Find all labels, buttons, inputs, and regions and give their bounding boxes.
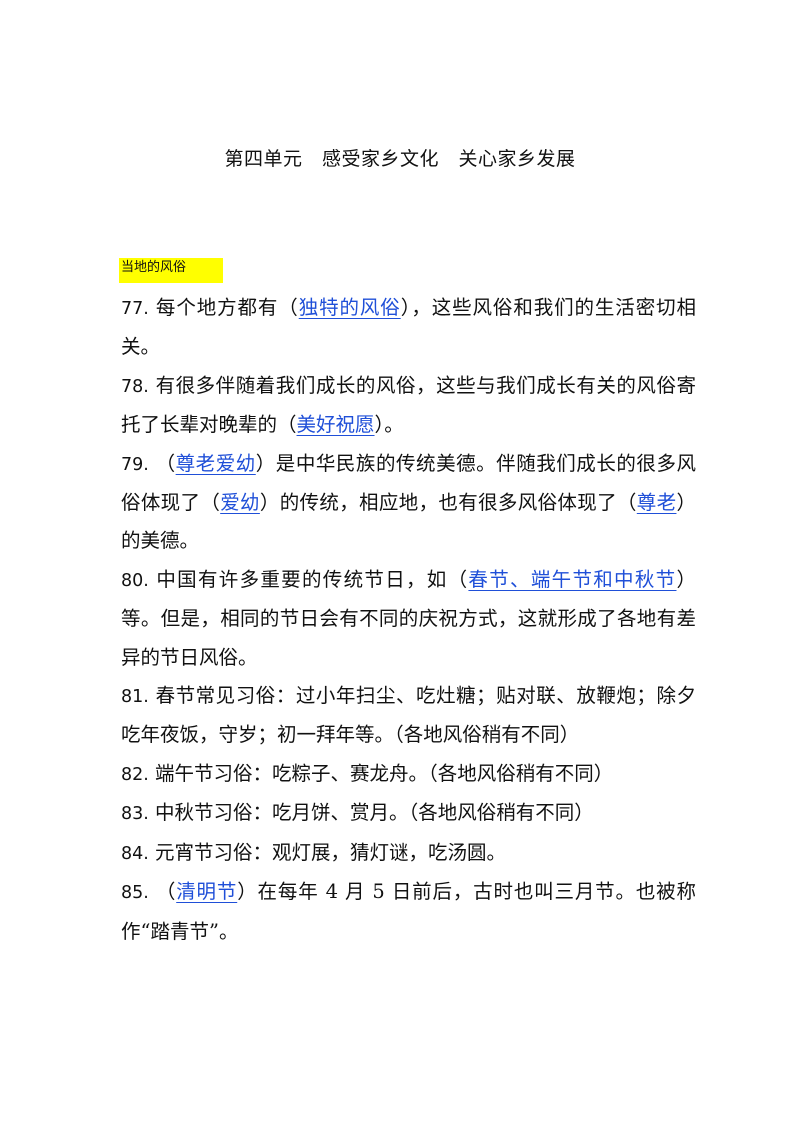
list-item-85: 85. （清明节）在每年 4 月 5 日前后，古时也叫三月节。也被称作“踏青节”…	[121, 873, 696, 951]
item-text: ）的美德。	[121, 491, 696, 553]
item-number: 84.	[121, 843, 149, 864]
item-number: 77.	[121, 299, 149, 319]
list-item-81: 81. 春节常见习俗：过小年扫尘、吃灶糖；贴对联、放鞭炮；除夕吃年夜饭，守岁；初…	[121, 677, 696, 755]
answer-text: 美好祝愿	[296, 413, 375, 437]
item-text: ）在每年 4 月 5 日前后，古时也叫三月节。也被称作“踏青节”。	[121, 880, 696, 943]
item-number: 79.	[121, 454, 149, 475]
item-number: 82.	[121, 764, 149, 785]
content-body: 77. 每个地方都有（独特的风俗），这些风俗和我们的生活密切相关。 78. 有很…	[121, 289, 696, 951]
item-text: （	[148, 880, 177, 904]
answer-text: 清明节	[176, 880, 238, 904]
item-text: 中国有许多重要的传统节日，如（	[148, 567, 469, 591]
item-number: 85.	[121, 883, 149, 904]
answer-text: 爱幼	[220, 491, 260, 515]
list-item-80: 80. 中国有许多重要的传统节日，如（春节、端午节和中秋节）等。但是，相同的节日…	[121, 561, 696, 677]
item-number: 83.	[121, 804, 149, 825]
answer-text: 独特的风俗	[298, 296, 401, 319]
item-text: 有很多伴随着我们成长的风俗，这些与我们成长有关的风俗寄托了长辈对晚辈的（	[121, 373, 696, 437]
item-text: 中秋节习俗：吃月饼、赏月。（各地风俗稍有不同）	[148, 801, 594, 825]
item-text: ）。	[374, 413, 404, 437]
page-title: 第四单元 感受家乡文化 关心家乡发展	[224, 148, 576, 170]
item-number: 80.	[121, 570, 149, 591]
answer-text: 春节、端午节和中秋节	[468, 567, 677, 591]
item-text: 端午节习俗：吃粽子、赛龙舟。（各地风俗稍有不同）	[148, 761, 614, 785]
item-text: 春节常见习俗：过小年扫尘、吃灶糖；贴对联、放鞭炮；除夕吃年夜饭，守岁；初一拜年等…	[121, 684, 696, 747]
list-item-84: 84. 元宵节习俗：观灯展，猜灯谜，吃汤圆。	[121, 834, 696, 873]
section-label-highlight: 当地的风俗	[119, 258, 223, 283]
item-text: ），这些风俗和我们的生活密切相关。	[121, 296, 696, 359]
answer-text: 尊老爱幼	[175, 451, 256, 475]
list-item-82: 82. 端午节习俗：吃粽子、赛龙舟。（各地风俗稍有不同）	[121, 755, 696, 794]
item-text: 每个地方都有（	[148, 296, 299, 319]
list-item-77: 77. 每个地方都有（独特的风俗），这些风俗和我们的生活密切相关。	[121, 289, 696, 367]
item-text: （	[148, 451, 176, 475]
list-item-83: 83. 中秋节习俗：吃月饼、赏月。（各地风俗稍有不同）	[121, 794, 696, 833]
list-item-79: 79. （尊老爱幼）是中华民族的传统美德。伴随我们成长的很多风俗体现了（爱幼）的…	[121, 445, 696, 561]
item-text: 元宵节习俗：观灯展，猜灯谜，吃汤圆。	[148, 840, 507, 864]
item-text: ）等。但是，相同的节日会有不同的庆祝方式，这就形成了各地有差异的节日风俗。	[121, 567, 696, 669]
item-text: ）是中华民族的传统美德。伴随我们成长的很多风俗体现了（	[121, 451, 696, 515]
answer-text: 尊老	[636, 491, 677, 515]
list-item-78: 78. 有很多伴随着我们成长的风俗，这些与我们成长有关的风俗寄托了长辈对晚辈的（…	[121, 367, 696, 445]
item-number: 78.	[121, 376, 149, 397]
item-number: 81.	[121, 687, 149, 708]
item-text: ）的传统，相应地，也有很多风俗体现了（	[259, 491, 637, 515]
